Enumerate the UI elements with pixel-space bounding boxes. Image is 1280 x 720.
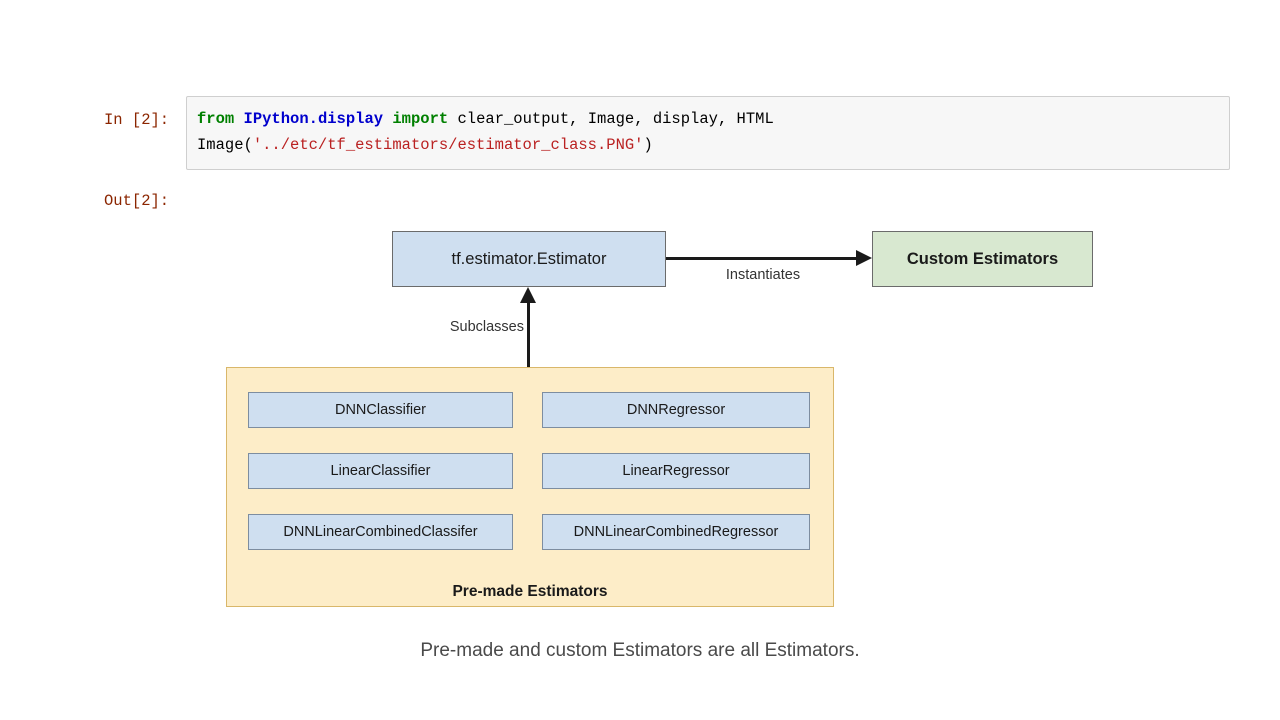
- token-keyword-from: from: [197, 110, 235, 128]
- token-space-2: [383, 110, 392, 128]
- code-editor[interactable]: from IPython.display import clear_output…: [186, 96, 1230, 170]
- input-prompt-label: In [2]:: [104, 111, 170, 129]
- arrow-instantiates-head-icon: [856, 250, 872, 266]
- notebook-input-cell[interactable]: In [2]: from IPython.display import clea…: [104, 96, 1230, 170]
- diagram-caption: Pre-made and custom Estimators are all E…: [420, 640, 860, 661]
- premade-box-dnnclassifier-label: DNNClassifier: [334, 402, 427, 418]
- edge-label-subclasses: Subclasses: [449, 319, 524, 335]
- token-image-call-close: ): [643, 136, 653, 154]
- token-space-1: [234, 110, 243, 128]
- node-custom-estimators-label: Custom Estimators: [906, 249, 1059, 268]
- token-imported-names: clear_output, Image, display, HTML: [457, 110, 774, 128]
- output-prompt-label: Out[2]:: [104, 192, 170, 210]
- premade-box-dnnlinearcombinedclassifer: DNNLinearCombinedClassifer: [248, 514, 513, 550]
- token-image-call-open: Image(: [197, 136, 253, 154]
- edge-label-instantiates: Instantiates: [725, 267, 801, 283]
- token-space-3: [448, 110, 457, 128]
- premade-box-dnnregressor-label: DNNRegressor: [626, 402, 726, 418]
- node-tf-estimator-estimator-label: tf.estimator.Estimator: [451, 249, 607, 268]
- node-tf-estimator-estimator: tf.estimator.Estimator: [392, 231, 666, 287]
- premade-box-dnnlinearcombinedregressor: DNNLinearCombinedRegressor: [542, 514, 810, 550]
- premade-box-dnnclassifier: DNNClassifier: [248, 392, 513, 428]
- premade-box-linearregressor: LinearRegressor: [542, 453, 810, 489]
- code-line-1: from IPython.display import clear_output…: [197, 106, 1219, 132]
- token-keyword-import: import: [392, 110, 449, 128]
- premade-box-linearclassifier: LinearClassifier: [248, 453, 513, 489]
- premade-box-dnnlinearcombinedregressor-label: DNNLinearCombinedRegressor: [573, 524, 779, 540]
- arrow-subclasses-line: [527, 301, 530, 381]
- premade-box-linearclassifier-label: LinearClassifier: [330, 463, 431, 479]
- premade-box-dnnregressor: DNNRegressor: [542, 392, 810, 428]
- estimator-class-diagram: tf.estimator.Estimator Custom Estimators…: [0, 215, 1280, 685]
- node-custom-estimators: Custom Estimators: [872, 231, 1093, 287]
- premade-box-linearregressor-label: LinearRegressor: [622, 463, 730, 479]
- arrow-instantiates-line: [666, 257, 859, 260]
- token-module-name: IPython.display: [243, 110, 384, 128]
- code-line-2: Image('../etc/tf_estimators/estimator_cl…: [197, 132, 1219, 158]
- token-path-string: '../etc/tf_estimators/estimator_class.PN…: [252, 136, 644, 154]
- premade-estimators-panel-title: Pre-made Estimators: [452, 583, 608, 600]
- premade-box-dnnlinearcombinedclassifer-label: DNNLinearCombinedClassifer: [283, 524, 478, 540]
- arrow-subclasses-head-icon: [520, 287, 536, 303]
